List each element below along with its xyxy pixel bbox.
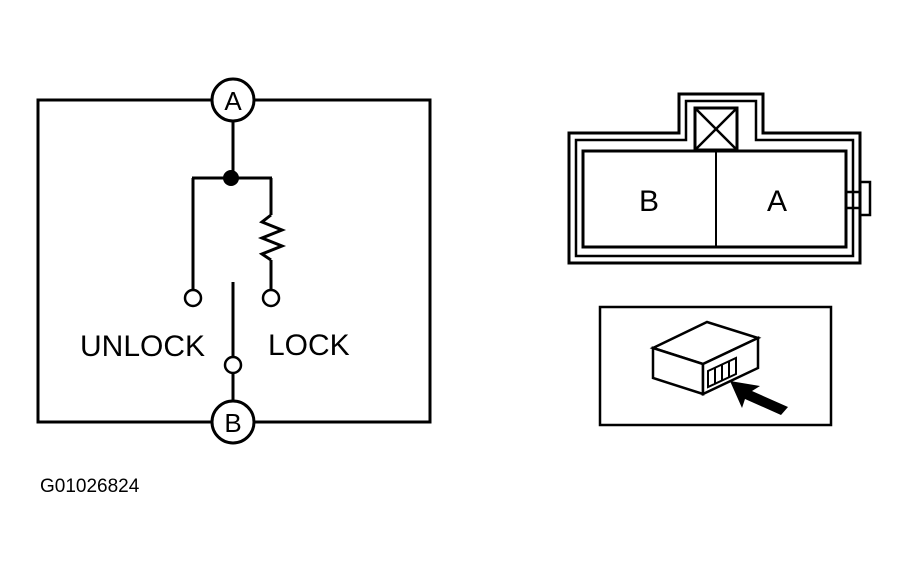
unlock-contact: [183, 288, 203, 308]
resistor-symbol: [257, 213, 287, 262]
pivot-contact: [223, 355, 243, 375]
switch-schematic: [36, 77, 432, 445]
locator-view: [598, 305, 833, 427]
connector-housing-inner: [574, 99, 855, 258]
lock-contact: [261, 288, 281, 308]
cavity-block: [581, 149, 848, 249]
unlock-label: UNLOCK: [80, 330, 205, 363]
side-latch: [844, 180, 872, 217]
junction-dot: [223, 170, 239, 186]
module-side-face: [701, 336, 760, 396]
pointer-arrow: [730, 381, 788, 415]
lock-label: LOCK: [268, 329, 350, 362]
connector-housing-outer: [567, 92, 862, 265]
terminal-b-circle: [210, 399, 256, 445]
terminal-a-label: A: [224, 86, 242, 116]
module-connector: [707, 356, 737, 389]
cavity-a-label: A: [767, 185, 787, 218]
terminal-a-circle: [210, 77, 256, 123]
cavity-b-label: B: [639, 185, 659, 218]
outer-wire-loop: [36, 98, 212, 424]
outer-wire-loop-right: [254, 98, 432, 424]
figure-code: G01026824: [40, 476, 140, 497]
terminal-b-label: B: [224, 408, 241, 438]
locator-frame: [598, 305, 833, 427]
connector-face: [567, 92, 872, 265]
keyway-x-2: [694, 107, 738, 151]
